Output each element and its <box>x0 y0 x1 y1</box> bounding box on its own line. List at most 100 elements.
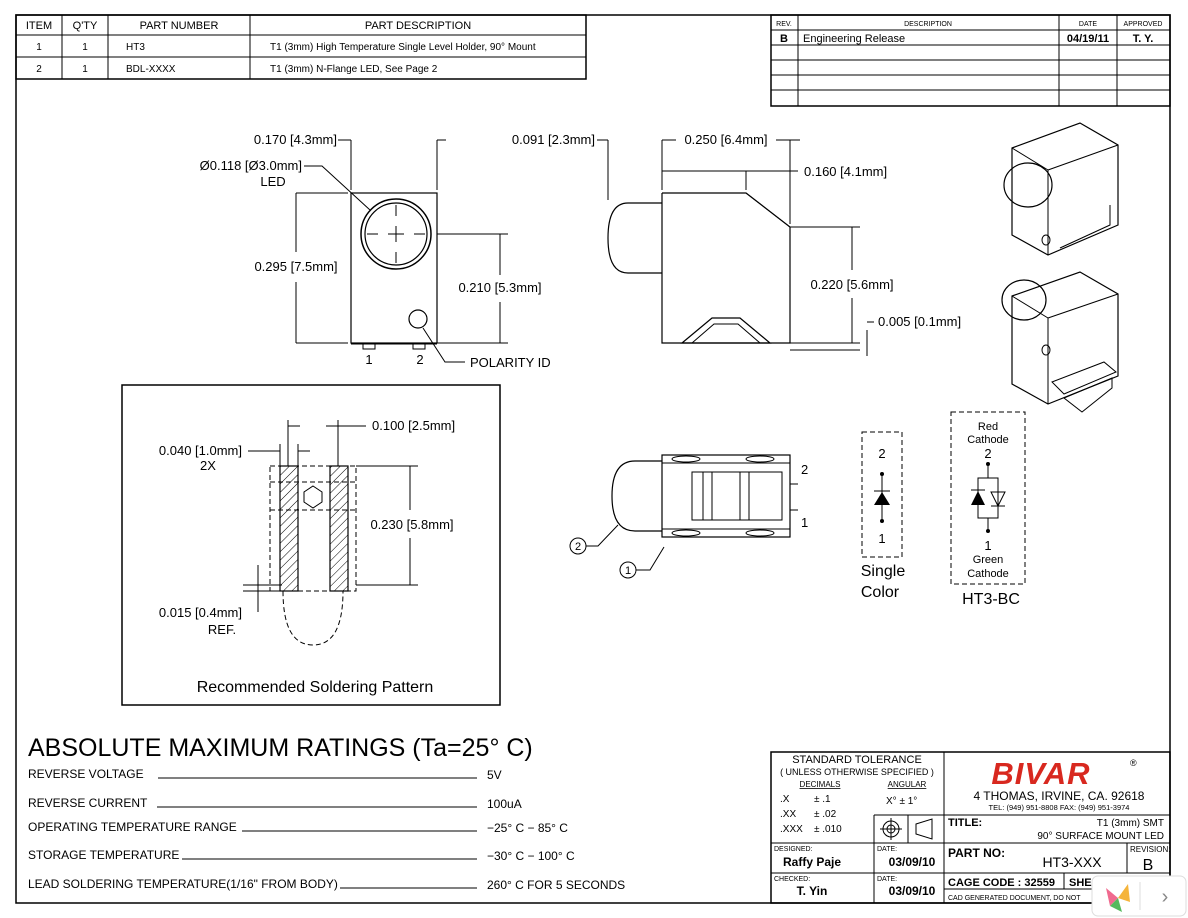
front-dim-height: 0.295 [7.5mm] <box>254 259 337 274</box>
revision-value: B <box>1143 857 1154 874</box>
rev-row-1-date: 04/19/11 <box>1067 33 1109 45</box>
led-lens-circle <box>360 198 432 270</box>
bottom-view: 2 1 2 1 <box>569 454 808 579</box>
front-led-label: LED <box>260 174 285 189</box>
polarity-id-dot <box>408 309 428 329</box>
schematic-single-color: 2 1 Single Color <box>861 431 906 601</box>
brand-logo: BIVAR <box>991 756 1090 791</box>
solder-caption: Recommended Soldering Pattern <box>197 679 434 696</box>
parts-row-2-qty: 1 <box>82 64 88 75</box>
rev-header-date: DATE <box>1079 21 1097 28</box>
rev-row-1-approved: T. Y. <box>1133 33 1154 45</box>
bicolor-bottom-label-1: Green <box>973 554 1004 566</box>
cad-note: CAD GENERATED DOCUMENT, DO NOT <box>948 895 1081 902</box>
tolerance-angular-label: ANGULAR <box>888 780 927 789</box>
cage-code: CAGE CODE : 32559 <box>948 877 1055 889</box>
parts-row-2-part-number: BDL-XXXX <box>126 64 176 75</box>
bottom-pin-1: 1 <box>801 515 808 530</box>
tol-x: .X <box>780 794 790 805</box>
parts-header-qty: Q'TY <box>73 20 98 32</box>
part-no-value: HT3-XXX <box>1042 854 1102 870</box>
company-address: 4 THOMAS, IRVINE, CA. 92618 <box>974 789 1145 803</box>
designed-by: Raffy Paje <box>783 855 841 869</box>
title-line1: T1 (3mm) SMT <box>1097 818 1164 829</box>
chevron-right-icon: › <box>1162 886 1169 908</box>
bicolor-pin-top: 2 <box>984 446 991 461</box>
front-dim-center-height: 0.210 [5.3mm] <box>458 280 541 295</box>
solder-ref-label: REF. <box>208 622 236 637</box>
bicolor-top-label-2: Cathode <box>967 434 1009 446</box>
rating-label-reverse-voltage: REVERSE VOLTAGE <box>28 767 144 781</box>
callout-1: 1 <box>625 565 631 577</box>
solder-dim-pitch: 0.100 [2.5mm] <box>372 418 455 433</box>
checked-by: T. Yin <box>797 884 828 898</box>
projection-symbol-icon <box>880 818 933 840</box>
single-caption-line1: Single <box>861 563 906 580</box>
polarity-id-label: POLARITY ID <box>470 355 551 370</box>
side-dim-top: 0.160 [4.1mm] <box>804 164 887 179</box>
title-line2: 90° SURFACE MOUNT LED <box>1037 831 1164 842</box>
tol-x-value: ± .1 <box>814 794 831 805</box>
sheet-label: SHE <box>1069 877 1092 889</box>
front-dim-width: 0.170 [4.3mm] <box>254 132 337 147</box>
ratings-title: ABSOLUTE MAXIMUM RATINGS (Ta=25° C) <box>28 734 533 762</box>
designed-date: 03/09/10 <box>889 855 936 869</box>
single-pin-top: 2 <box>878 446 885 461</box>
single-caption-line2: Color <box>861 584 900 601</box>
app-logo-icon <box>1106 884 1130 912</box>
parts-header-description: PART DESCRIPTION <box>365 20 471 32</box>
parts-row-1-description: T1 (3mm) High Temperature Single Level H… <box>270 42 536 53</box>
bottom-pin-2: 2 <box>801 462 808 477</box>
revision-table: REV. DESCRIPTION DATE APPROVED B Enginee… <box>770 14 1171 107</box>
bicolor-top-label-1: Red <box>978 421 998 433</box>
bicolor-pin-bottom: 1 <box>984 538 991 553</box>
checked-date: 03/09/10 <box>889 884 936 898</box>
parts-row-1-part-number: HT3 <box>126 42 145 53</box>
callout-2: 2 <box>575 541 581 553</box>
viewer-overlay: › <box>1091 875 1187 917</box>
revision-label: REVISION: <box>1130 845 1170 854</box>
designed-date-label: DATE: <box>877 846 897 853</box>
front-pin-1: 1 <box>365 352 372 367</box>
tol-xxx-value: ± .010 <box>814 824 842 835</box>
rev-header-rev: REV. <box>776 21 792 28</box>
bicolor-caption: HT3-BC <box>962 591 1020 608</box>
rev-header-description: DESCRIPTION <box>904 21 952 28</box>
front-dim-led-diameter: Ø0.118 [Ø3.0mm] <box>200 158 302 173</box>
side-dim-height: 0.220 [5.6mm] <box>810 277 893 292</box>
side-dim-standoff: 0.005 [0.1mm] <box>878 314 961 329</box>
isometric-view-top <box>1003 122 1119 256</box>
title-label: TITLE: <box>948 817 982 829</box>
tol-angular-value: X° ± 1° <box>886 796 917 807</box>
solder-dim-ref: 0.015 [0.4mm] <box>159 605 242 620</box>
solder-dim-pad-width: 0.040 [1.0mm] <box>159 443 242 458</box>
solder-pad-left <box>279 465 299 592</box>
rating-value-operating-temp: −25° C − 85° C <box>487 821 568 835</box>
schematic-bicolor: Red Cathode 2 1 Green Cathode HT3-BC <box>950 411 1026 608</box>
side-dim-led-protrusion: 0.091 [2.3mm] <box>512 132 595 147</box>
bicolor-bottom-label-2: Cathode <box>967 568 1009 580</box>
side-dim-body-length: 0.250 [6.4mm] <box>684 132 767 147</box>
checked-date-label: DATE: <box>877 876 897 883</box>
solder-pad-width-qty: 2X <box>200 458 216 473</box>
tolerance-title: STANDARD TOLERANCE <box>792 754 922 766</box>
rating-label-reverse-current: REVERSE CURRENT <box>28 796 148 810</box>
next-page-button[interactable]: › <box>1148 882 1180 910</box>
tolerance-decimals-label: DECIMALS <box>800 780 841 789</box>
company-phone: TEL: (949) 951-8808 FAX: (949) 951-3974 <box>989 803 1130 812</box>
solder-dim-pad-length: 0.230 [5.8mm] <box>370 517 453 532</box>
rating-value-soldering-temp: 260° C FOR 5 SECONDS <box>487 878 625 892</box>
single-pin-bottom: 1 <box>878 531 885 546</box>
title-block: STANDARD TOLERANCE ( UNLESS OTHERWISE SP… <box>770 751 1171 904</box>
front-view: 0.170 [4.3mm] Ø0.118 [Ø3.0mm] LED 0.295 … <box>200 132 551 370</box>
parts-row-1-item: 1 <box>36 42 42 53</box>
rev-header-approved: APPROVED <box>1124 21 1163 28</box>
sheet-border <box>15 14 1171 904</box>
parts-table: ITEM Q'TY PART NUMBER PART DESCRIPTION 1… <box>15 14 587 80</box>
tol-xxx: .XXX <box>780 824 803 835</box>
rating-value-storage-temp: −30° C − 100° C <box>487 849 575 863</box>
parts-row-2-item: 2 <box>36 64 42 75</box>
parts-header-part-number: PART NUMBER <box>140 20 219 32</box>
rating-label-soldering-temp: LEAD SOLDERING TEMPERATURE(1/16" FROM BO… <box>28 877 338 891</box>
